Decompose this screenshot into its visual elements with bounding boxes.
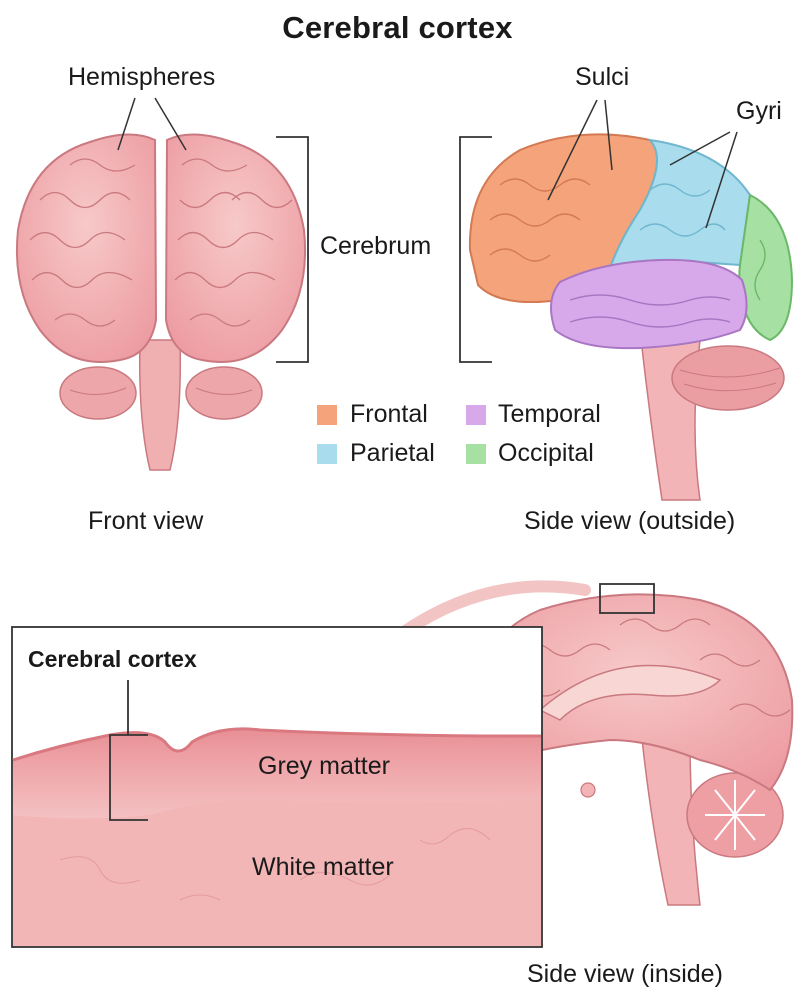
legend-label-parietal: Parietal [350, 439, 435, 468]
white-matter-label: White matter [252, 853, 394, 882]
front-view-caption: Front view [88, 507, 203, 536]
legend-swatch-parietal [317, 444, 337, 464]
legend-swatch-temporal [466, 405, 486, 425]
cerebrum-label: Cerebrum [320, 232, 431, 261]
grey-matter-label: Grey matter [258, 752, 390, 781]
legend-swatch-occipital [466, 444, 486, 464]
front-view-brain [17, 98, 305, 470]
legend-label-frontal: Frontal [350, 400, 428, 429]
legend-label-occipital: Occipital [498, 439, 594, 468]
inset-title: Cerebral cortex [28, 646, 197, 673]
legend-label-temporal: Temporal [498, 400, 601, 429]
legend-swatch-frontal [317, 405, 337, 425]
occipital-lobe [739, 195, 792, 340]
cortex-inset [12, 627, 542, 947]
gyri-label: Gyri [736, 97, 782, 126]
hemispheres-label: Hemispheres [68, 63, 215, 92]
sulci-label: Sulci [575, 63, 629, 92]
side-view-inside-caption: Side view (inside) [527, 960, 723, 989]
side-view-outside-caption: Side view (outside) [524, 507, 735, 536]
